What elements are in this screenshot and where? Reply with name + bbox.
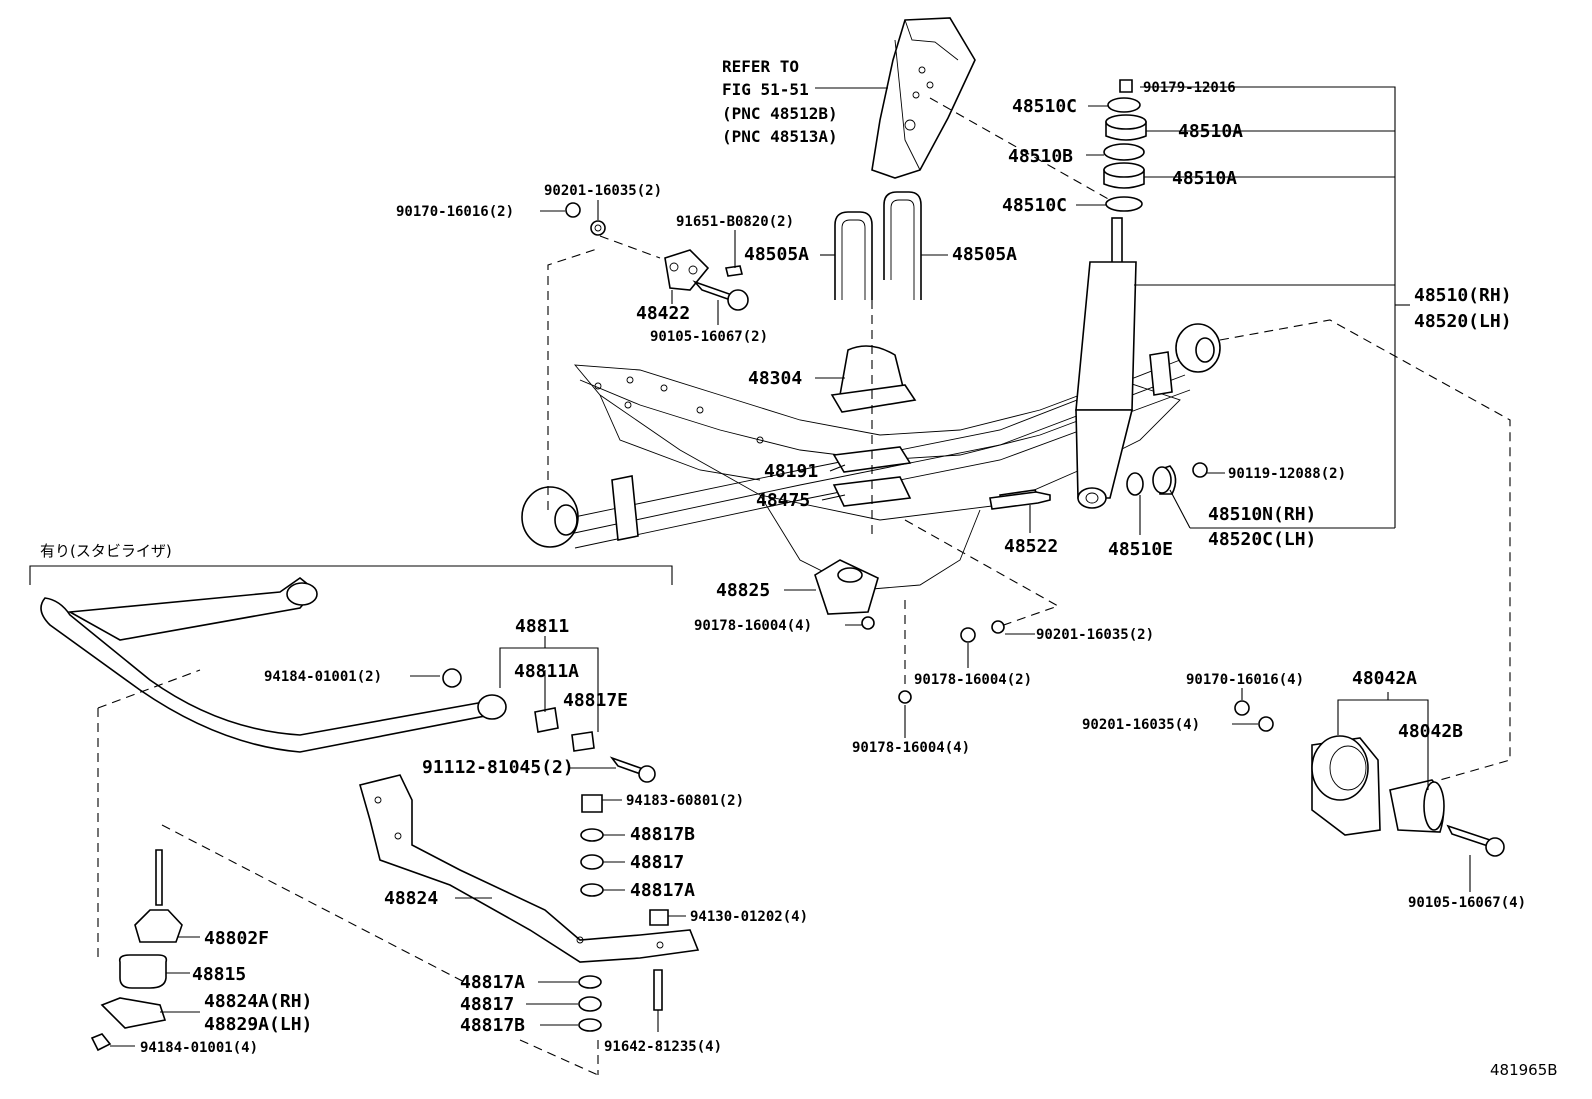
shock-absorber: [1075, 217, 1137, 509]
label-48510E: 48510E: [1108, 539, 1173, 560]
plate-48475: [832, 476, 912, 507]
labels: REFER TO FIG 51-51 (PNC 48512B) (PNC 485…: [40, 57, 1558, 1079]
diagram-id: 481965B: [1490, 1061, 1558, 1079]
label-48824A-rh: 48824A(RH): [204, 991, 312, 1012]
frame-ghost-outline: [573, 364, 1181, 591]
label-48510N-rh: 48510N(RH): [1208, 504, 1316, 525]
label-48817A-b: 48817A: [460, 972, 525, 993]
label-48817B-b: 48817B: [460, 1015, 525, 1036]
nuts-mid: [898, 620, 1005, 704]
small-nuts-top: [565, 202, 606, 236]
label-48824: 48824: [384, 888, 438, 909]
ref-note-line-2: FIG 51-51: [722, 80, 809, 99]
label-90170-16016-a: 90170-16016(2): [396, 204, 514, 220]
ref-note-line-1: REFER TO: [722, 57, 799, 76]
spring-bracket-ref: [871, 17, 976, 179]
label-48505A-left: 48505A: [744, 244, 809, 265]
label-48042A: 48042A: [1352, 668, 1417, 689]
stabilizer-link-parts: [90, 849, 183, 1052]
label-91642-81235: 91642-81235(4): [604, 1039, 722, 1055]
label-48817-b: 48817: [460, 994, 514, 1015]
label-90201-16035-b: 90201-16035(2): [1036, 627, 1154, 643]
stabilizer-group-bracket: [29, 565, 673, 585]
label-48802F: 48802F: [204, 928, 269, 949]
label-48510A-top: 48510A: [1178, 121, 1243, 142]
label-48520C-lh: 48520C(LH): [1208, 529, 1316, 550]
u-bolt-left: [834, 211, 873, 300]
label-90201-16035-a: 90201-16035(2): [544, 183, 662, 199]
label-94184-01001-a: 94184-01001(2): [264, 669, 382, 685]
stabilizer-bar: [40, 577, 656, 783]
label-48510B: 48510B: [1008, 146, 1073, 167]
label-90105-16067-b: 90105-16067(4): [1408, 895, 1526, 911]
label-94183-60801: 94183-60801(2): [626, 793, 744, 809]
label-48510-rh: 48510(RH): [1414, 285, 1512, 306]
label-48811A: 48811A: [514, 661, 579, 682]
label-48520-lh: 48520(LH): [1414, 311, 1512, 332]
label-48817B-a: 48817B: [630, 824, 695, 845]
label-48191: 48191: [764, 461, 818, 482]
stabilizer-group-label: 有り(スタビライザ): [40, 542, 172, 560]
label-48811: 48811: [515, 616, 569, 637]
label-90178-16004-c: 90178-16004(4): [852, 740, 970, 756]
label-94130-01202: 94130-01202(4): [690, 909, 808, 925]
bushing-stack-lower: [578, 969, 663, 1032]
dashed-lines: [97, 97, 1511, 1076]
label-48042B: 48042B: [1398, 721, 1463, 742]
label-94184-01001-b: 94184-01001(4): [140, 1040, 258, 1056]
label-90119-12088: 90119-12088(2): [1228, 466, 1346, 482]
label-48505A-right: 48505A: [952, 244, 1017, 265]
label-90105-16067-a: 90105-16067(2): [650, 329, 768, 345]
label-48510C-top: 48510C: [1012, 96, 1077, 117]
label-48817A-a: 48817A: [630, 880, 695, 901]
label-91112-81045: 91112-81045(2): [422, 757, 574, 778]
axle-pad: [830, 345, 917, 507]
label-48817E: 48817E: [563, 690, 628, 711]
label-48510C-low: 48510C: [1002, 195, 1067, 216]
label-48475: 48475: [756, 490, 810, 511]
axle-bracket-48825: [814, 559, 879, 630]
frame-bushing-48042: [1234, 700, 1505, 857]
label-48817-a: 48817: [630, 852, 684, 873]
label-48522: 48522: [1004, 536, 1058, 557]
label-48422: 48422: [636, 303, 690, 324]
ref-note-line-4: (PNC 48513A): [722, 127, 838, 146]
label-90170-16016-b: 90170-16016(4): [1186, 672, 1304, 688]
label-90179-12016: 90179-12016: [1143, 80, 1236, 96]
leader-lines: [110, 86, 1471, 1047]
ref-note-line-3: (PNC 48512B): [722, 104, 838, 123]
u-bolt-right: [883, 191, 922, 300]
label-91651-B0820: 91651-B0820(2): [676, 214, 794, 230]
bushing-stack-upper: [580, 794, 669, 926]
label-90178-16004-b: 90178-16004(2): [914, 672, 1032, 688]
label-48815: 48815: [192, 964, 246, 985]
label-48825: 48825: [716, 580, 770, 601]
label-90201-16035-c: 90201-16035(4): [1082, 717, 1200, 733]
label-90178-16004-a: 90178-16004(4): [694, 618, 812, 634]
stabilizer-bracket-48824: [359, 774, 700, 963]
stud-48522: [989, 491, 1051, 510]
label-48304: 48304: [748, 368, 802, 389]
label-48829A-lh: 48829A(LH): [204, 1014, 312, 1035]
shock-top-stack: [1103, 79, 1147, 212]
label-48510A-low: 48510A: [1172, 168, 1237, 189]
